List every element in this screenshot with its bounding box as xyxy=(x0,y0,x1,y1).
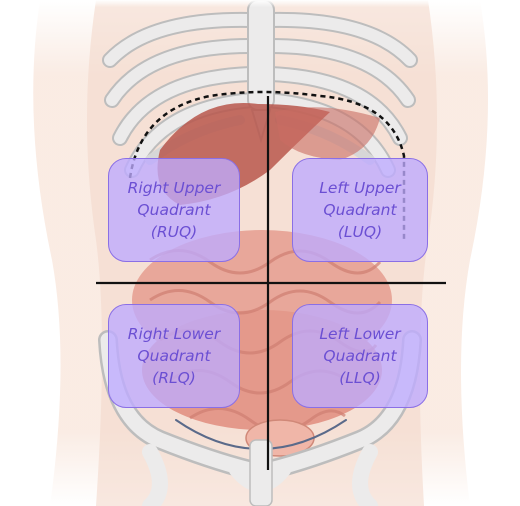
quadrant-ruq: Right Upper Quadrant (RUQ) xyxy=(108,158,240,262)
rlq-line2: Quadrant xyxy=(137,347,211,365)
quadrant-llq: Left Lower Quadrant (LLQ) xyxy=(292,304,428,408)
rlq-line1: Right Lower xyxy=(127,325,221,343)
ruq-line1: Right Upper xyxy=(127,179,221,197)
llq-line3: (LLQ) xyxy=(339,369,381,387)
ruq-line3: (RUQ) xyxy=(150,223,198,241)
llq-line2: Quadrant xyxy=(323,347,397,365)
luq-line2: Quadrant xyxy=(323,201,397,219)
luq-line3: (LUQ) xyxy=(337,223,383,241)
costal-margin-dashed xyxy=(128,90,406,240)
ruq-line2: Quadrant xyxy=(137,201,211,219)
quadrant-rlq: Right Lower Quadrant (RLQ) xyxy=(108,304,240,408)
luq-line1: Left Upper xyxy=(319,179,401,197)
llq-line1: Left Lower xyxy=(319,325,401,343)
rlq-line3: (RLQ) xyxy=(152,369,196,387)
quadrant-luq: Left Upper Quadrant (LUQ) xyxy=(292,158,428,262)
